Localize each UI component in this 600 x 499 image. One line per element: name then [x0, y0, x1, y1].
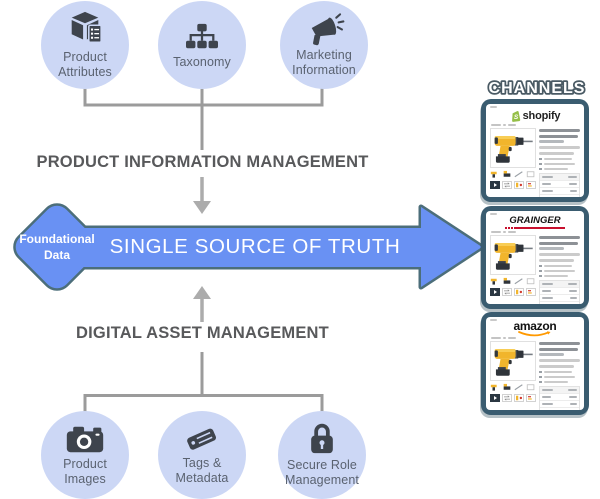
grainger-red-bar	[505, 226, 565, 229]
shopify-bag-icon: S	[511, 110, 520, 122]
taxonomy-hierarchy-icon	[186, 23, 218, 48]
node-tags-metadata: Tags & Metadata	[158, 411, 246, 499]
placeholder-text-column	[539, 128, 580, 197]
window-chrome-dash	[490, 213, 497, 215]
single-source-of-truth-label: SINGLE SOURCE OF TRUTH	[109, 235, 401, 258]
drill-image	[492, 239, 534, 272]
product-image	[490, 341, 536, 381]
amazon-logo: amazon	[514, 320, 557, 337]
package-box-icon	[71, 12, 102, 44]
spec-icon	[526, 180, 536, 189]
window-chrome-dash	[490, 106, 497, 108]
spin-view-icon	[502, 393, 512, 402]
product-image	[490, 128, 536, 168]
up-arrow	[193, 286, 211, 322]
node-label: Product Images	[63, 456, 107, 486]
svg-text:CHANNELS: CHANNELS	[489, 80, 586, 97]
media-strip	[490, 393, 536, 402]
padlock-icon	[311, 424, 333, 454]
foundational-data-node: Foundational Data	[19, 232, 95, 262]
spec-table	[539, 385, 580, 410]
breadcrumb	[491, 337, 580, 339]
node-marketing-information: Marketing Information	[280, 1, 368, 89]
node-label: Tags & Metadata	[175, 456, 229, 485]
amazon-smile-icon	[518, 331, 551, 337]
product-page-mockup: S shopify	[486, 104, 584, 197]
product-image	[490, 235, 536, 275]
doc-icon	[514, 287, 524, 296]
node-label: Taxonomy	[173, 54, 231, 69]
channel-card-amazon: amazon	[481, 312, 589, 415]
placeholder-text-column	[539, 235, 580, 304]
node-taxonomy: Taxonomy	[158, 1, 246, 89]
channel-card-grainger: GRAINGER	[481, 206, 589, 309]
channels-heading: CHANNELS	[487, 78, 586, 99]
breadcrumb	[491, 231, 580, 233]
thumbnail-strip	[490, 170, 536, 179]
media-strip	[490, 287, 536, 296]
pim-heading: PRODUCT INFORMATION MANAGEMENT	[36, 153, 369, 171]
window-chrome-dash	[490, 319, 497, 321]
shopify-logo-text: shopify	[522, 109, 561, 122]
doc-icon	[514, 393, 524, 402]
play-button-icon	[490, 393, 500, 402]
play-button-icon	[490, 287, 500, 296]
amazon-logo-text: amazon	[513, 319, 557, 333]
dam-heading: DIGITAL ASSET MANAGEMENT	[76, 324, 329, 342]
spin-view-icon	[502, 180, 512, 189]
node-secure-role-management: Secure Role Management	[278, 411, 366, 499]
grainger-logo-text: GRAINGER	[509, 215, 561, 226]
node-product-images: Product Images	[41, 411, 129, 499]
play-button-icon	[490, 180, 500, 189]
spec-table	[539, 279, 580, 304]
node-label: Secure Role Management	[285, 458, 359, 487]
grainger-logo: GRAINGER	[505, 216, 565, 229]
media-strip	[490, 180, 536, 189]
spec-icon	[526, 393, 536, 402]
spec-icon	[526, 287, 536, 296]
breadcrumb	[491, 124, 580, 126]
down-arrow	[193, 177, 211, 214]
tag-icon	[187, 428, 217, 450]
spec-table	[539, 172, 580, 197]
svg-text:S: S	[513, 113, 518, 120]
channel-card-shopify: S shopify	[481, 99, 589, 202]
drill-image	[492, 132, 534, 165]
node-label: Marketing Information	[292, 48, 356, 77]
doc-icon	[514, 180, 524, 189]
product-page-mockup: amazon	[486, 317, 584, 410]
thumbnail-strip	[490, 277, 536, 286]
placeholder-text-column	[539, 341, 580, 410]
node-label: Product Attributes	[58, 50, 112, 79]
megaphone-icon	[311, 13, 345, 46]
product-page-mockup: GRAINGER	[486, 211, 584, 304]
node-product-attributes: Product Attributes	[41, 1, 129, 89]
shopify-logo: S shopify	[490, 108, 580, 123]
spin-view-icon	[502, 287, 512, 296]
thumbnail-strip	[490, 383, 536, 392]
drill-image	[492, 345, 534, 378]
camera-icon	[66, 426, 104, 452]
